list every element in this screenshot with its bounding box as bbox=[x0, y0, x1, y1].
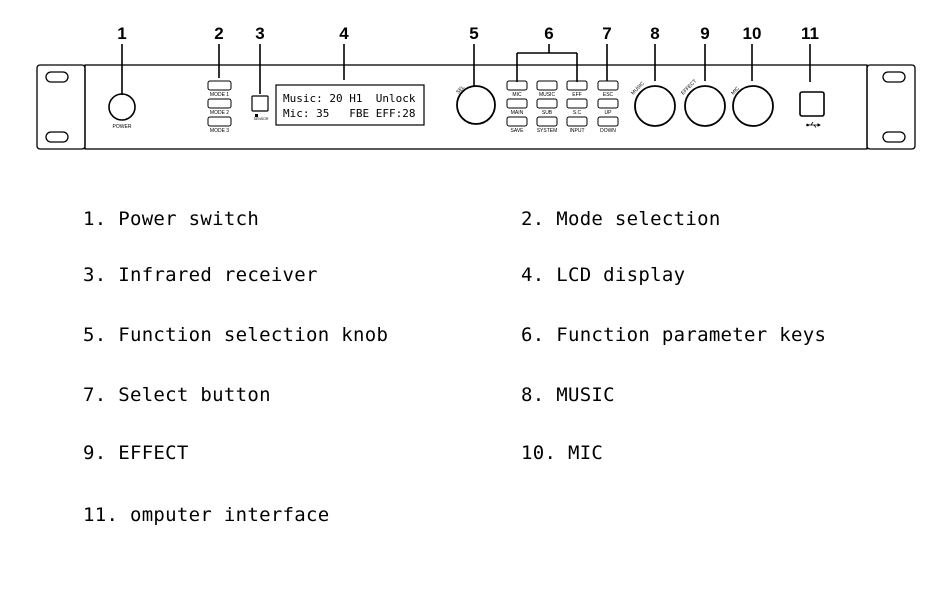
key-eff-label: EFF bbox=[572, 92, 581, 98]
callout-7: 7 bbox=[602, 24, 611, 43]
key-eff[interactable] bbox=[566, 80, 588, 91]
rack-hole-left-top bbox=[45, 71, 69, 83]
legend-item-11: 11. omputer interface bbox=[83, 504, 330, 526]
lcd-display bbox=[275, 84, 425, 126]
mode-1-label: MODE 1 bbox=[210, 92, 229, 98]
mic-knob[interactable] bbox=[732, 85, 774, 127]
lcd-line-2: Mic: 35 FBE EFF:28 bbox=[283, 107, 415, 120]
legend-item-2: 2. Mode selection bbox=[521, 208, 721, 230]
key-save-label: SAVE bbox=[511, 128, 525, 134]
key-up-label: UP bbox=[605, 110, 613, 116]
music-knob[interactable] bbox=[634, 85, 676, 127]
key-sc[interactable] bbox=[566, 98, 588, 109]
mode-2-button[interactable] bbox=[207, 98, 232, 109]
key-main-label: MAIN bbox=[511, 110, 524, 116]
legend-item-4: 4. LCD display bbox=[521, 264, 686, 286]
mode-3-label: MODE 3 bbox=[210, 128, 229, 134]
callout-8: 8 bbox=[650, 24, 659, 43]
key-music[interactable] bbox=[536, 80, 558, 91]
rack-hole-right-top bbox=[882, 71, 906, 83]
mic-knob-label: MIC bbox=[730, 85, 741, 96]
front-panel-diagram: 1 2 3 4 5 6 7 8 9 10 11 POWER bbox=[36, 24, 916, 150]
key-system-label: SYSTEM bbox=[537, 128, 558, 134]
callout-4: 4 bbox=[339, 24, 349, 43]
legend-item-5: 5. Function selection knob bbox=[83, 324, 389, 346]
key-system[interactable] bbox=[536, 116, 558, 127]
sel-knob-label: SEL bbox=[455, 84, 466, 95]
key-input[interactable] bbox=[566, 116, 588, 127]
mode-3-button[interactable] bbox=[207, 116, 232, 127]
key-sub[interactable] bbox=[536, 98, 558, 109]
infrared-receiver bbox=[251, 95, 269, 112]
callout-1: 1 bbox=[117, 24, 126, 43]
key-esc[interactable] bbox=[597, 80, 619, 91]
power-switch[interactable] bbox=[108, 93, 136, 121]
ir-label: SENSOR bbox=[254, 117, 269, 121]
key-down[interactable] bbox=[597, 116, 619, 127]
usb-icon bbox=[806, 121, 821, 128]
legend-item-3: 3. Infrared receiver bbox=[83, 264, 318, 286]
mode-1-button[interactable] bbox=[207, 80, 232, 91]
key-down-label: DOWN bbox=[600, 128, 616, 134]
legend-item-7: 7. Select button bbox=[83, 384, 271, 406]
key-mic[interactable] bbox=[506, 80, 528, 91]
legend-item-1: 1. Power switch bbox=[83, 208, 260, 230]
chassis-body bbox=[84, 64, 868, 150]
key-music-label: MUSIC bbox=[539, 92, 556, 98]
callout-9: 9 bbox=[700, 24, 709, 43]
computer-interface-port[interactable] bbox=[799, 91, 825, 117]
effect-knob[interactable] bbox=[684, 85, 726, 127]
key-save[interactable] bbox=[506, 116, 528, 127]
callout-6: 6 bbox=[544, 24, 553, 43]
key-main[interactable] bbox=[506, 98, 528, 109]
key-up[interactable] bbox=[597, 98, 619, 109]
legend-item-9: 9. EFFECT bbox=[83, 442, 189, 464]
callout-11: 11 bbox=[801, 24, 819, 43]
key-sc-label: S.C bbox=[573, 110, 582, 116]
key-sub-label: SUB bbox=[542, 110, 553, 116]
lcd-line-1: Music: 20 H1 Unlock bbox=[283, 92, 416, 105]
leader-lines bbox=[121, 44, 811, 95]
legend-item-8: 8. MUSIC bbox=[521, 384, 615, 406]
callout-2: 2 bbox=[214, 24, 223, 43]
callout-5: 5 bbox=[469, 24, 478, 43]
mode-2-label: MODE 2 bbox=[210, 110, 229, 116]
key-esc-label: ESC bbox=[603, 92, 614, 98]
callout-3: 3 bbox=[255, 24, 264, 43]
ir-indicator-icon bbox=[255, 114, 258, 117]
key-input-label: INPUT bbox=[570, 128, 585, 134]
rack-hole-right-bottom bbox=[882, 131, 906, 143]
legend-item-10: 10. MIC bbox=[521, 442, 604, 464]
power-label: POWER bbox=[113, 124, 132, 130]
callout-10: 10 bbox=[743, 24, 762, 43]
legend-item-6: 6. Function parameter keys bbox=[521, 324, 827, 346]
key-mic-label: MIC bbox=[512, 92, 522, 98]
rack-hole-left-bottom bbox=[45, 131, 69, 143]
function-selection-knob[interactable] bbox=[456, 85, 496, 125]
